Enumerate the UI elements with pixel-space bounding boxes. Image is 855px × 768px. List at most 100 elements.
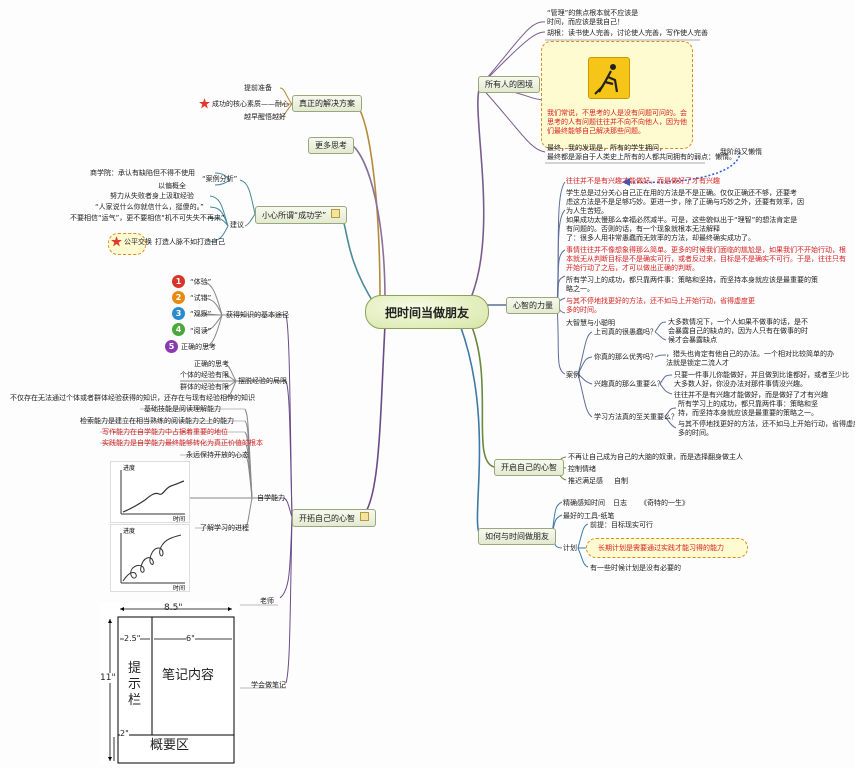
- pengyou-7: 长期计划是需要通过实践才能习得的能力: [598, 544, 724, 552]
- xinzhi-q2b: 法就是锁定二流人才: [666, 359, 729, 367]
- cornell-cue: 提示栏: [128, 661, 142, 708]
- xinzhi-p1b: 虑这方法是不是足够巧妙。更进一步，除了正确与巧妙之外，还要有效率，因: [566, 198, 804, 206]
- xinzhi-q4a: 所有学习上的成功，都只靠两件事：策略和坚: [678, 400, 818, 408]
- xinzhi-q3c: 往往并不是有兴趣才能做好，而是做好了才有兴趣: [674, 391, 828, 399]
- kaituo-z5: 永远保持开放的心态: [186, 451, 249, 459]
- number-4-icon: 4: [172, 323, 185, 336]
- kaituo-e3: 群体的经验有限: [180, 383, 229, 391]
- cornell-summary: 概要区: [150, 738, 190, 753]
- xinzhi-q4d: 多的时间。: [678, 429, 713, 437]
- kaituo-z1: 基础技能是阅读理解能力: [144, 405, 221, 413]
- pengyou-6: 前提：目标现实可行: [590, 521, 653, 529]
- progress-chart-2: 进度 时间: [110, 524, 190, 592]
- xinzhi-r3a: 与其不停地找更好的方法，还不如马上开始行动，省得虚度更: [566, 297, 755, 305]
- kaituo-n2: “试错”: [190, 294, 212, 302]
- xinzhi-q2a: ，猎头也肯定有他自己的办法。一个相对比较简单的办: [666, 350, 834, 358]
- highlight-fair: [108, 233, 146, 255]
- xiaoxin-b0: 建议: [230, 221, 244, 229]
- branch-kaiqi[interactable]: 开启自己的心智: [494, 459, 564, 476]
- cornell-width: 8.5": [164, 603, 183, 613]
- xiaoxin-b1: 努力从失败者身上汲取经验: [110, 192, 194, 200]
- xiaoxin-a2: “案例分析”: [202, 175, 238, 183]
- branch-xinzhi[interactable]: 心智的力量: [506, 297, 560, 314]
- xinzhi-r2c: 开始行动了之后，才可以做出正确的判断。: [566, 264, 699, 272]
- xinzhi-q3b: 大多数人好，你没办法对那件事情没兴趣。: [674, 380, 807, 388]
- branch-xiaoxin-label: 小心所谓“成功学”: [262, 211, 327, 220]
- number-1-icon: 1: [172, 275, 185, 288]
- highlight-plan: [586, 538, 748, 558]
- xinzhi-p1a: 学生总是过分关心自己正在用的方法是不是正确。仅仅正确还不够，还要考: [566, 189, 797, 197]
- branch-kaituo-label: 开拓自己的心智: [299, 514, 355, 523]
- kaituo-n3: “观察”: [190, 310, 212, 318]
- xinzhi-q2: 你真的那么优秀吗？: [594, 353, 657, 361]
- cornell-height: 11": [100, 673, 116, 683]
- xinzhi-q1b: 会暴露自己的缺点的，因为人只有在做事的时: [668, 327, 808, 335]
- chart1-xlabel: 时间: [173, 515, 185, 522]
- note-icon: [330, 209, 340, 218]
- jiejue-2: 成功的核心素质——耐心: [212, 100, 289, 108]
- kunjing-text-1a: “管理”的焦点根本就不应该是: [547, 9, 639, 17]
- chart2-xlabel: 时间: [173, 584, 185, 591]
- pengyou-5: 计划: [563, 544, 577, 552]
- kaituo-notes: 学会做笔记: [251, 681, 286, 689]
- kaituo-z4: 实践能力是自学能力最终能够转化为真正价值的根本: [102, 439, 263, 447]
- pengyou-3: 《奇特的一生》: [640, 499, 689, 507]
- kunjing-text-2: 胡根：读书使人完善，讨论使人完善，写作使人完善: [547, 29, 708, 37]
- xinzhi-p2a: 所有学习上的成功，都只靠两件事：策略和坚持，而坚持本身就应该是最重要的策: [566, 276, 818, 284]
- kaituo-z3: 写作能力在自学能力中占据着重要的地位: [102, 428, 228, 436]
- branch-jiejue[interactable]: 真正的解决方案: [292, 95, 362, 112]
- kaiqi-1: 不再让自己成为自己的大脑的奴隶，而是选择翻身做主人: [568, 453, 743, 461]
- number-3-icon: 3: [172, 307, 185, 320]
- number-5-icon: 5: [165, 340, 178, 353]
- chart2-ylabel: 进度: [123, 527, 135, 535]
- xinzhi-p1d: 如果成功太慢那么幸福必然减半。可是，这些貌似出于“理智”的想法肯定是: [566, 216, 798, 224]
- xinzhi-q1c: 候才会暴露缺点: [668, 336, 717, 344]
- xinzhi-p1c: 为人生苦短。: [566, 207, 608, 215]
- chart1-ylabel: 进度: [123, 464, 135, 472]
- xinzhi-r1: 往往并不是有兴趣才能做好，而是做好了才有兴趣: [566, 177, 720, 185]
- branch-kaituo[interactable]: 开拓自己的心智: [292, 509, 376, 527]
- cornell-notes-diagram: 8.5" 2.5" 6" 11" 2" 提示栏 笔记内容 概要区: [100, 603, 238, 765]
- xinzhi-q3: 兴趣真的那么重要么？: [594, 380, 664, 388]
- jiejue-3: 越早醒悟越好: [244, 113, 286, 121]
- xinzhi-r3b: 多的时间。: [566, 306, 601, 314]
- kaituo-n1: “体验”: [190, 278, 212, 286]
- xinzhi-q1a: 大多数情况下，一个人如果不做事的话，是不: [668, 318, 808, 326]
- kaituo-n4: “阅读”: [190, 327, 212, 335]
- branch-sikao[interactable]: 更多思考: [308, 137, 354, 154]
- central-topic[interactable]: 把时间当做朋友: [365, 295, 489, 329]
- kaiqi-2: 控制情绪: [568, 465, 596, 473]
- xinzhi-q4c: 与其不停地找更好的方法，还不如马上开始行动，省得虚度更: [678, 420, 855, 428]
- branch-pengyou[interactable]: 如何与时间做朋友: [478, 528, 556, 545]
- xiaoxin-b4: 公平交换: [124, 238, 152, 246]
- pengyou-8: 有一些时候计划是没有必要的: [590, 564, 681, 572]
- kaituo-z2: 检索能力是建立在相当熟练的阅读能力之上的能力: [80, 417, 234, 425]
- xinzhi-r2b: 本就无从判断目标是不是确实可行，或者反过来，目标是不是确实不可行。于是，往往只有: [566, 255, 846, 263]
- xinzhi-p3: 大智慧与小聪明: [566, 319, 615, 327]
- xinzhi-p1f: 了：很多人用非常愚蠢而无效率的方法，却最终确实成功了。: [566, 234, 755, 242]
- kunjing-red-b: 思考的人有问题往往并不向不向他人，因为他: [547, 118, 687, 126]
- kunjing-text-1b: 时间，而应该是我自己！: [547, 18, 624, 26]
- xiaoxin-b5: 打造人脉不如打造自己: [155, 238, 225, 246]
- kaituo-e1: 正确的思考: [194, 360, 229, 368]
- kaituo-n5: 正确的思考: [181, 343, 216, 351]
- branch-kunjing[interactable]: 所有人的困境: [478, 76, 540, 93]
- kunjing-text-3a: 最终，我的发现是，所有的学生拥问，: [547, 144, 666, 152]
- branch-xiaoxin[interactable]: 小心所谓“成功学”: [255, 206, 347, 224]
- pengyou-4: 最好的工具-纸笔: [563, 512, 615, 520]
- note-icon: [359, 512, 369, 521]
- kaituo-e0: 摆脱经验的局限: [238, 377, 287, 385]
- kaiqi-4: 自制: [614, 477, 628, 485]
- progress-chart-1: 进度 时间: [110, 461, 190, 523]
- kunjing-text-3c: 我阶段又懒惰: [720, 148, 762, 156]
- pengyou-2: 日志: [613, 499, 627, 507]
- kaituo-g0: 获得知识的基本途径: [226, 311, 289, 319]
- kaituo-z6: 了解学习的进程: [200, 524, 249, 532]
- cornell-col2: 6": [186, 634, 195, 644]
- xinzhi-r2a: 事情往往并不像想象得那么简单。更多的时候我们面临的尴尬是，如果我们不开始行动，根: [566, 246, 846, 254]
- kaituo-teacher: 老师: [260, 597, 274, 605]
- xiaoxin-a3: 以偏概全: [158, 182, 186, 190]
- xinzhi-p1e: 有问题的。否则的话，有一个现象就根本无法解释: [566, 225, 720, 233]
